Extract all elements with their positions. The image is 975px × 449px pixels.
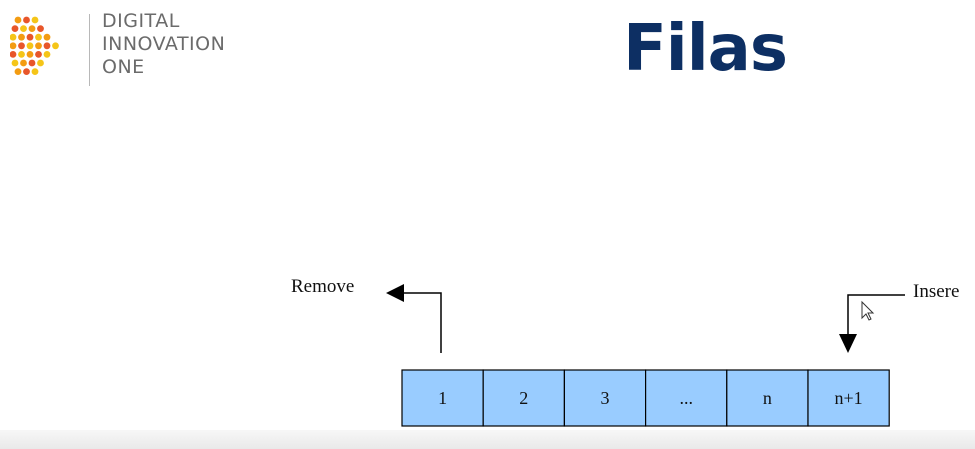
queue-cell-label: 2 [519, 388, 528, 408]
logo-dot [14, 68, 22, 75]
logo-dot [23, 16, 30, 24]
logo-dot [43, 51, 51, 58]
queue-cell-label: n [763, 388, 772, 408]
queue-cell [644, 369, 728, 427]
logo-line-1: DIGITAL [102, 10, 180, 32]
logo-divider [89, 14, 90, 86]
queue-cell-label: 3 [601, 388, 610, 408]
mouse-cursor-icon [861, 300, 875, 321]
logo-dot [35, 33, 42, 41]
remove-arrowhead [386, 284, 404, 302]
logo-dot [31, 16, 39, 24]
queue-cell [482, 369, 566, 427]
queue-cell [563, 369, 647, 427]
insert-arrow [847, 294, 905, 335]
page-title: Filas [623, 12, 788, 86]
logo-dot [11, 59, 19, 67]
queue-cell [726, 369, 809, 427]
logo-dot [10, 42, 17, 50]
queue-cell [807, 369, 890, 427]
logo-dot [35, 51, 42, 58]
logo-dot [10, 33, 17, 41]
logo-dot [18, 42, 25, 50]
bottom-shade [0, 430, 975, 449]
logo-dot [11, 25, 19, 32]
logo-dot [28, 59, 36, 67]
logo-dot [26, 42, 34, 50]
logo-hexagon-mark-icon [10, 16, 59, 75]
logo-dot [20, 59, 27, 67]
queue-cell [401, 369, 484, 427]
logo-line-3: ONE [102, 56, 145, 78]
insert-arrowhead [839, 334, 857, 353]
logo-dot [14, 16, 22, 24]
queue-cell-label: n+1 [835, 388, 863, 408]
logo-dot [20, 25, 27, 32]
logo-dot [26, 51, 34, 58]
logo-dot [31, 68, 39, 75]
queue-cell-label: 1 [438, 388, 447, 408]
logo-dot [26, 33, 34, 41]
logo-dot [18, 51, 25, 58]
remove-arrow [402, 292, 442, 353]
logo-dot [43, 33, 51, 41]
logo: DIGITAL INNOVATION ONE [10, 8, 250, 86]
logo-dot [18, 33, 25, 41]
logo-dot [37, 25, 44, 32]
queue-cell-label: ... [679, 388, 693, 408]
insert-label: Insere [913, 281, 960, 302]
logo-dot [52, 42, 59, 50]
logo-dot [28, 25, 36, 32]
logo-dot [37, 59, 44, 67]
logo-dot [43, 42, 51, 50]
logo-dot [10, 51, 17, 58]
logo-dot [35, 42, 42, 50]
logo-line-2: INNOVATION [102, 33, 226, 55]
logo-dot [23, 68, 30, 75]
remove-label: Remove [291, 276, 355, 297]
logo-wordmark: DIGITAL INNOVATION ONE [102, 10, 225, 79]
